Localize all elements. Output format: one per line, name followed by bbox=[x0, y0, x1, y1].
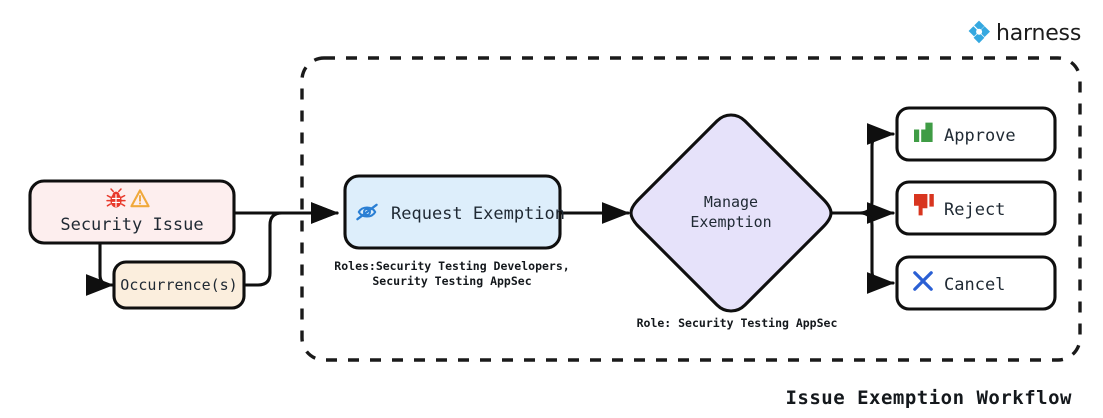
eye-slash-icon bbox=[356, 203, 378, 221]
manage-exemption-label-line1: Manage bbox=[704, 193, 758, 211]
edge-manage-to-cancel bbox=[831, 211, 895, 294]
brand-logo: harness bbox=[968, 20, 1081, 46]
manage-exemption-label-line2: Exemption bbox=[690, 213, 771, 231]
request-exemption-box bbox=[343, 174, 562, 250]
security-issue-label: Security Issue bbox=[60, 215, 203, 235]
cancel-box bbox=[895, 255, 1057, 311]
request-exemption-label: Request Exemption bbox=[391, 204, 565, 224]
brand-name: harness bbox=[996, 21, 1081, 46]
reject-box bbox=[895, 180, 1057, 236]
edge-security-issue-to-occurrences bbox=[85, 241, 114, 296]
thumbs-up-icon bbox=[914, 122, 933, 142]
node-cancel[interactable]: Cancel bbox=[895, 255, 1057, 311]
edge-manage-to-approve bbox=[831, 123, 895, 215]
subgraph-boundary bbox=[300, 56, 1082, 362]
node-occurrences[interactable]: Occurrence(s) bbox=[112, 260, 246, 310]
occurrences-box bbox=[112, 260, 246, 310]
manage-exemption-diamond bbox=[629, 113, 833, 313]
edge-occurrences-to-request bbox=[242, 202, 339, 287]
cross-x-icon bbox=[913, 271, 933, 291]
node-manage-exemption[interactable]: Manage Exemption Role: Security Testing … bbox=[629, 113, 838, 330]
cancel-label: Cancel bbox=[944, 275, 1005, 295]
approve-box bbox=[895, 106, 1057, 162]
thumbs-down-icon bbox=[914, 194, 934, 216]
workflow-title: Issue Exemption Workflow bbox=[785, 387, 1072, 409]
bug-icon bbox=[106, 188, 126, 208]
request-exemption-caption-line2: Security Testing AppSec bbox=[372, 274, 531, 288]
request-exemption-caption-line1: Roles:Security Testing Developers, bbox=[334, 259, 569, 273]
approve-label: Approve bbox=[944, 126, 1016, 146]
harness-logo-icon bbox=[968, 20, 990, 44]
occurrences-label: Occurrence(s) bbox=[120, 276, 237, 294]
node-approve[interactable]: Approve bbox=[895, 106, 1057, 162]
security-issue-box bbox=[28, 179, 236, 245]
warning-triangle-icon bbox=[130, 189, 150, 208]
node-security-issue[interactable]: Security Issue bbox=[28, 179, 236, 245]
reject-label: Reject bbox=[944, 200, 1005, 220]
manage-exemption-caption: Role: Security Testing AppSec bbox=[637, 316, 838, 330]
node-reject[interactable]: Reject bbox=[895, 180, 1057, 236]
node-request-exemption[interactable]: Request Exemption Roles:Security Testing… bbox=[334, 174, 570, 288]
